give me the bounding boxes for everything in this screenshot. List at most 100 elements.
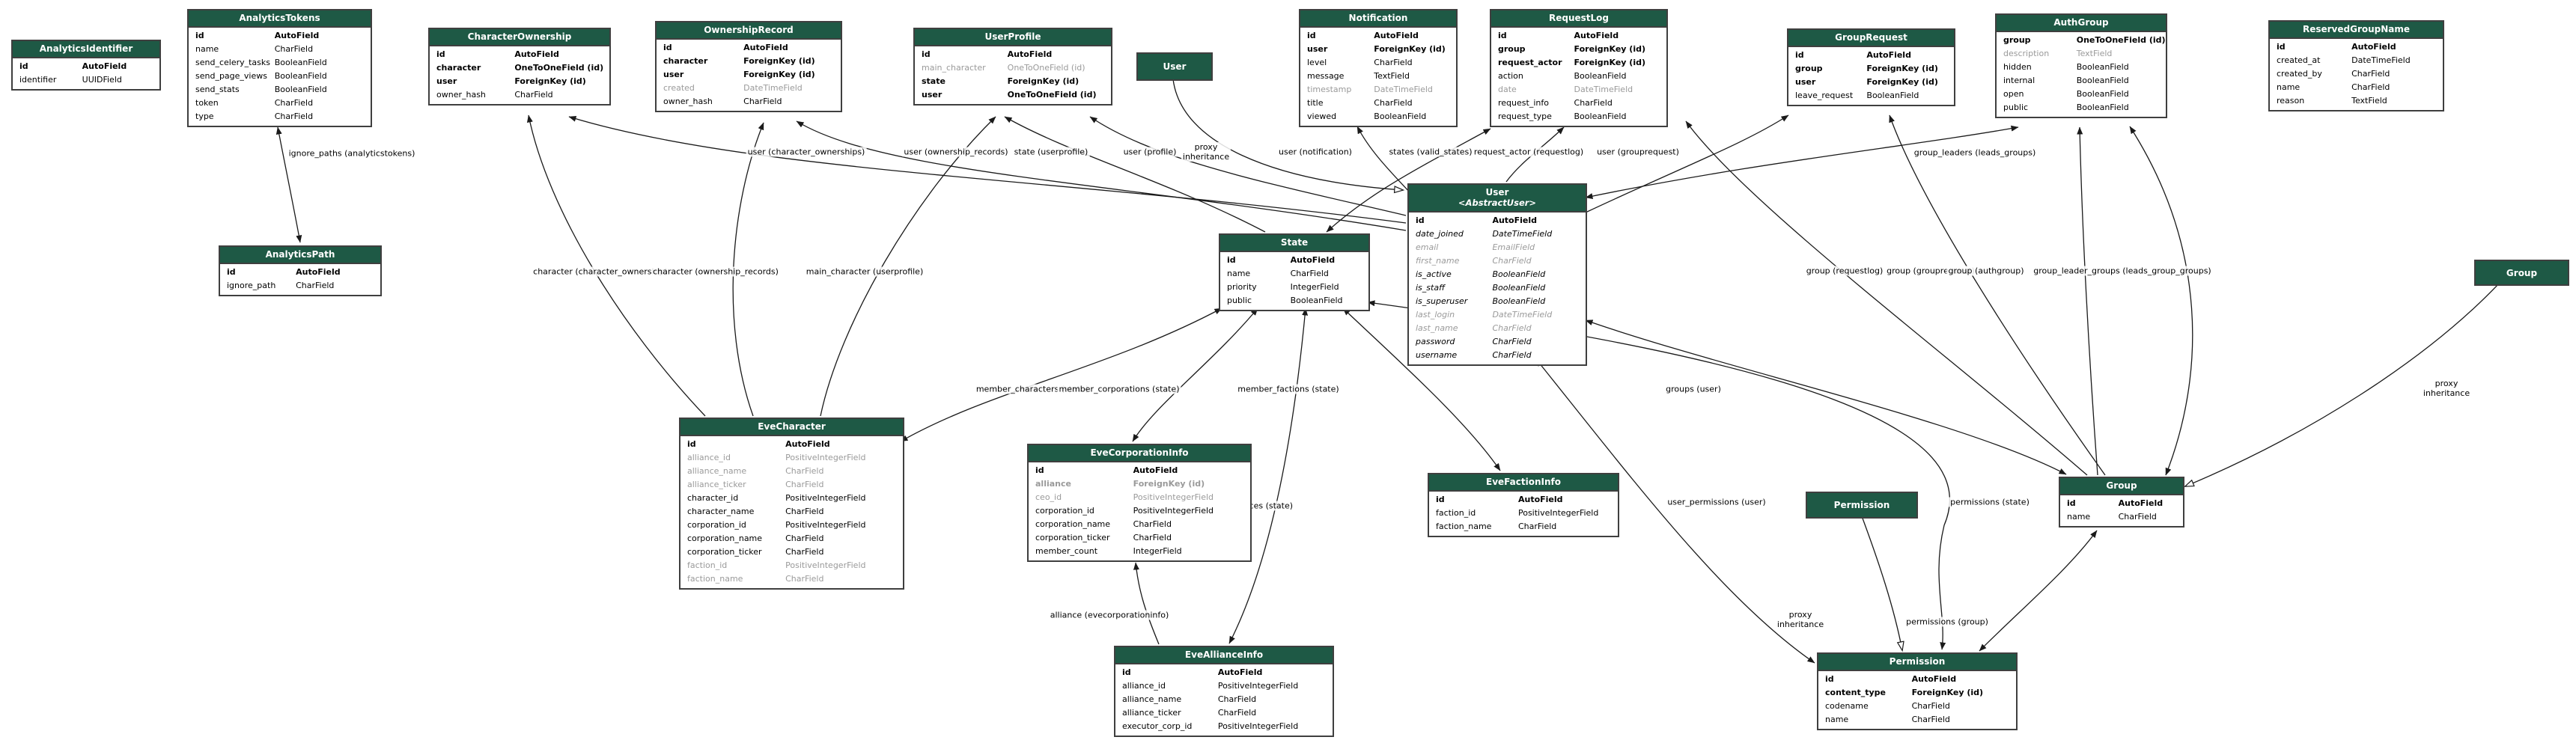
- table-title-text: EveAllianceInfo: [1184, 649, 1264, 660]
- edge-label: state (userprofile): [1012, 147, 1090, 157]
- field-type: BooleanField: [1374, 111, 1427, 121]
- table-title: EveFactionInfo: [1429, 474, 1618, 492]
- field-name: id: [436, 49, 445, 59]
- field-name: ignore_path: [227, 281, 276, 290]
- field-type: AutoField: [1517, 495, 1563, 504]
- edge-group-leader-groups: [2129, 126, 2193, 476]
- field-type: CharField: [1574, 98, 1613, 108]
- field-name: user: [663, 70, 684, 79]
- field-type: DateTimeField: [1374, 85, 1433, 94]
- field-name: is_superuser: [1416, 296, 1468, 306]
- table-title-text: OwnershipRecord: [704, 25, 794, 35]
- table-subtitle-text: <AbstractUser>: [1458, 198, 1537, 208]
- field-name: type: [195, 111, 214, 121]
- edge-label: user (ownership_records): [902, 147, 1010, 157]
- field-type: CharField: [1492, 323, 1532, 333]
- field-name: public: [1227, 296, 1252, 305]
- field-name: date: [1498, 85, 1517, 94]
- field-type: CharField: [1290, 269, 1329, 278]
- table-title-text: AnalyticsTokens: [239, 13, 320, 23]
- edge-alliance-evecorporationinfo: [1133, 562, 1160, 645]
- edge-label: permissions (group): [1904, 617, 1990, 627]
- field-type: CharField: [1492, 256, 1532, 266]
- field-name: id: [19, 61, 28, 71]
- table-title: GroupRequest: [1788, 30, 1954, 47]
- field-name: last_login: [1416, 310, 1455, 319]
- field-name: character_name: [687, 507, 755, 516]
- field-name: reason: [2277, 96, 2305, 106]
- table-title: State: [1220, 235, 1368, 252]
- field-name: username: [1416, 350, 1458, 360]
- field-name: id: [227, 267, 236, 277]
- field-name: id: [2067, 498, 2076, 508]
- table-title-text: User: [1485, 187, 1509, 198]
- field-type: AutoField: [296, 267, 341, 277]
- edge-label: proxy inheritance: [1181, 142, 1231, 162]
- field-type: CharField: [274, 111, 314, 121]
- edge-group-grouprequest: [1889, 114, 2106, 476]
- table-title: User<AbstractUser>: [1409, 185, 1586, 212]
- edge-label: user (grouprequest): [1595, 147, 1681, 157]
- field-name: content_type: [1825, 688, 1886, 697]
- proxy-model-user-proxy: User: [1136, 52, 1213, 81]
- field-name: ceo_id: [1035, 492, 1062, 502]
- edge-states-valid-states: [1326, 128, 1491, 233]
- field-type: BooleanField: [2076, 62, 2129, 72]
- field-name: user: [1307, 44, 1328, 54]
- field-name: send_page_views: [195, 71, 267, 81]
- edge-label: character (character_ownership): [532, 266, 669, 277]
- field-type: DateTimeField: [1574, 85, 1633, 94]
- field-type: CharField: [1133, 519, 1172, 529]
- field-name: id: [663, 43, 672, 52]
- field-name: token: [195, 98, 219, 108]
- field-name: user: [922, 90, 943, 100]
- field-name: id: [1035, 465, 1044, 475]
- table-title-text: GroupRequest: [1835, 32, 1907, 43]
- field-type: ForeignKey (id): [1574, 58, 1645, 67]
- field-type: IntegerField: [1133, 546, 1182, 556]
- field-name: id: [1795, 50, 1804, 60]
- field-name: alliance: [1035, 479, 1071, 489]
- edge-label: proxy inheritance: [2421, 379, 2472, 398]
- field-name: name: [1227, 269, 1251, 278]
- field-type: AutoField: [2351, 42, 2396, 52]
- field-name: alliance_ticker: [1122, 708, 1181, 718]
- edge-label: user_permissions (user): [1666, 497, 1767, 507]
- field-name: id: [1307, 31, 1316, 40]
- field-name: faction_id: [1436, 508, 1476, 518]
- field-name: codename: [1825, 701, 1869, 711]
- edge-user-ownership-records: [796, 120, 1407, 231]
- field-name: created: [663, 83, 695, 93]
- edge-member-corporations-state: [1132, 308, 1258, 442]
- field-type: ForeignKey (id): [1007, 76, 1080, 86]
- field-name: id: [1122, 667, 1131, 677]
- field-type: AutoField: [1374, 31, 1419, 40]
- edge-label: member_factions (state): [1236, 384, 1341, 394]
- field-type: UUIDField: [82, 75, 122, 85]
